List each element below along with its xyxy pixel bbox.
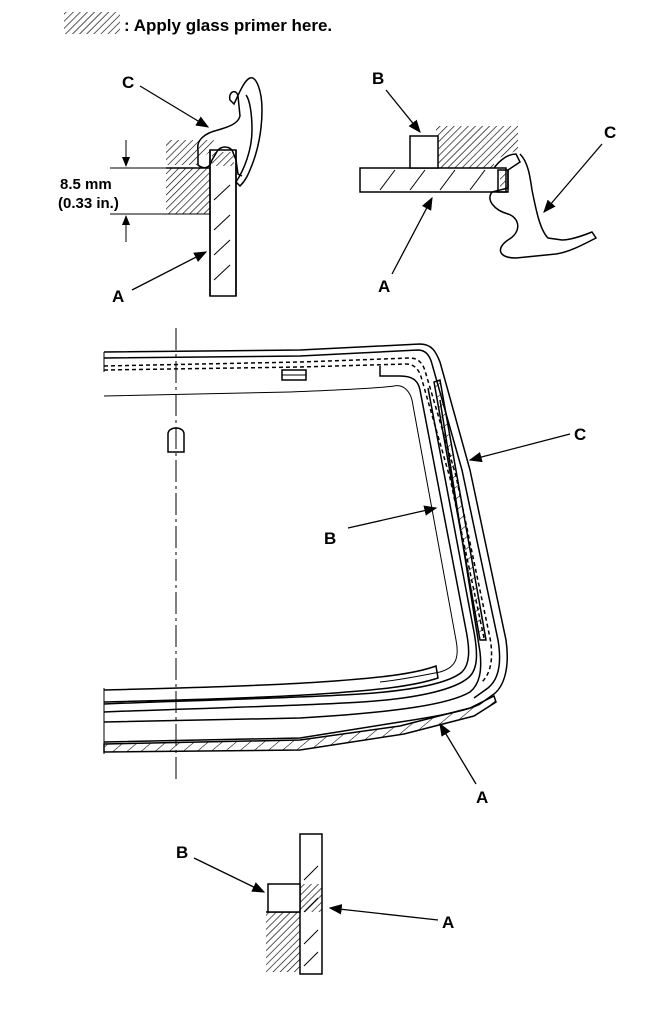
spacer-b-bottom — [267, 883, 301, 913]
legend: : Apply glass primer here. — [64, 12, 332, 35]
main-view-labels: C B A — [324, 425, 586, 807]
legend-text: : Apply glass primer here. — [124, 16, 332, 35]
spacer-b-top-right — [409, 135, 439, 169]
label-c-top-left: C — [122, 73, 134, 92]
dimension-mm-text: 8.5 mm — [60, 176, 112, 193]
detail-bottom — [266, 833, 323, 975]
detail-top-left-labels: C 8.5 mm (0.33 in.) A — [58, 73, 210, 306]
glass-a-top-left — [209, 149, 237, 297]
molding-c-top-right — [489, 153, 598, 259]
label-c-top-right: C — [604, 123, 616, 142]
dimension-in-text: (0.33 in.) — [58, 195, 119, 212]
label-a-top-left: A — [112, 287, 124, 306]
dam-b-main — [103, 664, 439, 703]
label-a-top-right: A — [378, 277, 390, 296]
label-a-bottom: A — [442, 913, 454, 932]
label-c-main: C — [574, 425, 586, 444]
main-windshield-view — [103, 328, 508, 780]
molding-c-top-left — [197, 77, 263, 188]
label-b-bottom: B — [176, 843, 188, 862]
detail-top-left — [110, 77, 263, 297]
label-b-main: B — [324, 529, 336, 548]
legend-hatch-swatch — [64, 12, 120, 34]
detail-bottom-labels: B A — [176, 843, 454, 932]
label-a-main: A — [476, 788, 488, 807]
label-b-top-right: B — [372, 69, 384, 88]
mirror-mount — [167, 427, 185, 453]
detail-top-right-labels: B C A — [372, 69, 616, 296]
detail-top-right — [359, 126, 598, 259]
